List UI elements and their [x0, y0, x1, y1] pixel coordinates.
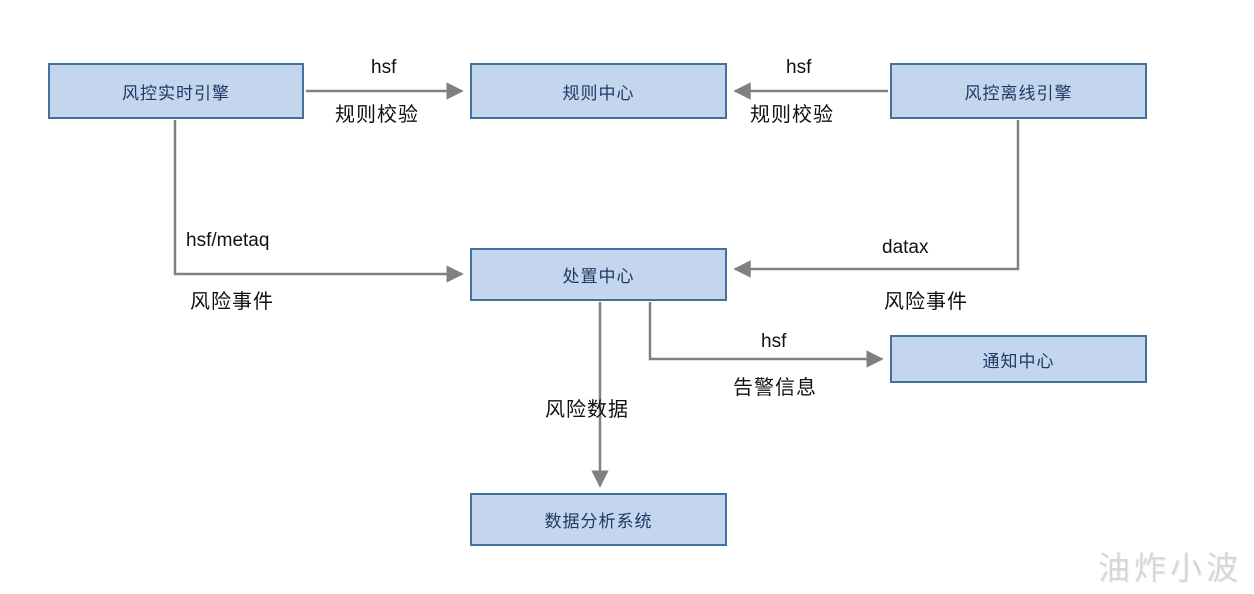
watermark: 油炸小波 [1098, 550, 1243, 586]
edge-label-disposal-to-notify-protocol: hsf [761, 331, 787, 352]
connector-offline-to-disposal [733, 120, 1020, 278]
edge-label-realtime-to-rule-payload: 规则校验 [335, 104, 419, 126]
edge-label-realtime-to-disposal-protocol: hsf/metaq [186, 230, 270, 251]
node-offline-engine[interactable]: 风控离线引擎 [890, 63, 1147, 119]
node-label: 规则中心 [562, 83, 635, 103]
node-label: 风控实时引擎 [122, 83, 230, 103]
edge-label-offline-to-rule-protocol: hsf [786, 57, 812, 78]
connector-disposal-to-notify [648, 302, 884, 368]
node-label: 通知中心 [982, 351, 1055, 371]
node-realtime-engine[interactable]: 风控实时引擎 [48, 63, 304, 119]
edge-label-offline-to-disposal-payload: 风险事件 [884, 291, 968, 313]
connector-realtime-to-disposal [173, 120, 464, 283]
edge-label-disposal-to-analysis-payload: 风险数据 [545, 399, 629, 421]
edge-label-offline-to-rule-payload: 规则校验 [750, 104, 834, 126]
edge-label-disposal-to-notify-payload: 告警信息 [733, 377, 817, 399]
node-label: 处置中心 [562, 267, 635, 286]
node-label: 风控离线引擎 [964, 83, 1073, 103]
node-notify-center[interactable]: 通知中心 [890, 335, 1147, 383]
edge-label-realtime-to-rule-protocol: hsf [371, 57, 397, 78]
node-analysis-system[interactable]: 数据分析系统 [470, 493, 727, 546]
edge-label-realtime-to-disposal-payload: 风险事件 [190, 291, 274, 313]
edge-label-offline-to-disposal-protocol: datax [882, 237, 929, 258]
node-rule-center[interactable]: 规则中心 [470, 63, 727, 119]
node-label: 数据分析系统 [544, 512, 653, 531]
node-disposal-center[interactable]: 处置中心 [470, 248, 727, 301]
